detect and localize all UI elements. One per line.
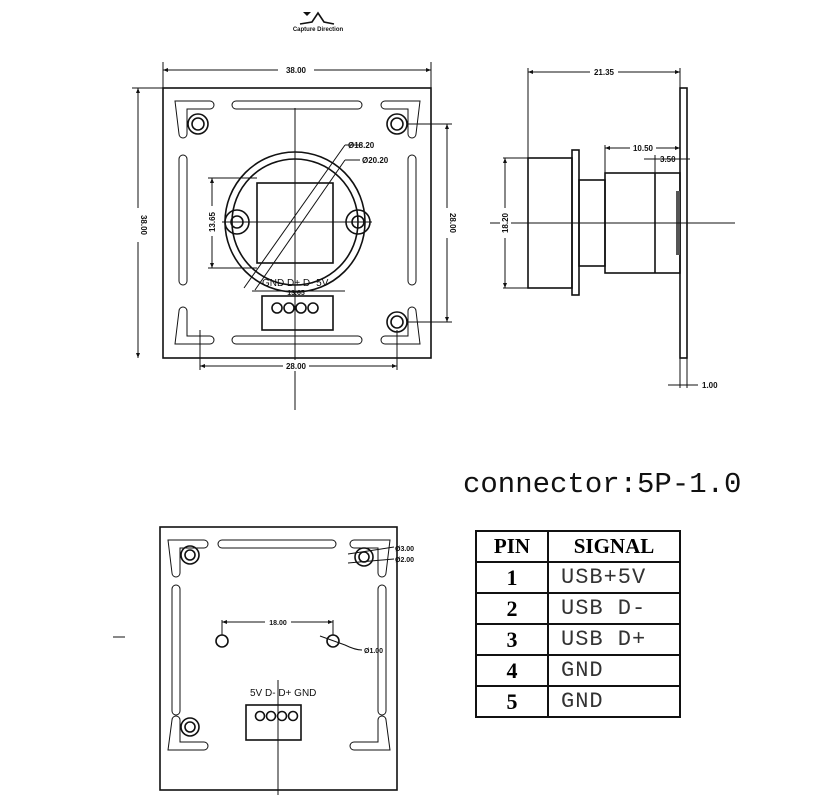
lens-height-dimension: 13.65 [208, 211, 217, 232]
total-depth-dimension: 21.35 [594, 68, 615, 77]
table-header-row: PIN SIGNAL [475, 530, 681, 563]
signal-cell: USB+5V [547, 561, 681, 594]
signal-cell: GND [547, 654, 681, 687]
connector-title: connector:5P-1.0 [463, 468, 742, 501]
lens-outer-diameter: Ø20.20 [362, 156, 389, 165]
mount-hole [386, 311, 408, 333]
top-pin-labels: GND D+ D- 5V [262, 278, 329, 289]
capture-direction-label: Capture Direction [293, 27, 344, 33]
pin-cell: 4 [475, 654, 549, 687]
mount-hole [180, 717, 200, 737]
pin-cell: 3 [475, 623, 549, 656]
signal-cell: USB D+ [547, 623, 681, 656]
width-dimension: 38.00 [286, 66, 307, 75]
lens-diameter-dimension: 18.20 [501, 212, 510, 233]
pin-cell: 2 [475, 592, 549, 625]
step-depth-dimension: 3.50 [660, 155, 676, 164]
height-dimension: 38.00 [139, 215, 148, 236]
pin-hole [215, 634, 229, 648]
pin-hole-diameter: Ø1.00 [364, 648, 383, 655]
lens-inner-diameter: Ø18.20 [348, 141, 375, 150]
top-view: 38.00 38.00 Ø18.20 Ø20.20 [132, 62, 457, 410]
hole-outer-diameter: Ø3.00 [395, 546, 414, 553]
mount-hole [180, 545, 200, 565]
capture-direction-icon: Capture Direction [293, 11, 344, 33]
signal-cell: GND [547, 685, 681, 718]
side-view: 21.35 10.50 3.50 18.20 1.00 [490, 66, 735, 390]
hole-vertical-dimension: 28.00 [448, 213, 457, 234]
hole-horizontal-dimension: 28.00 [286, 362, 307, 371]
signal-cell: USB D- [547, 592, 681, 625]
bottom-view: Ø3.00 Ø2.00 18.00 Ø1.00 5V D- D+ GND [113, 526, 414, 795]
pin-cell: 1 [475, 561, 549, 594]
hole-inner-diameter: Ø2.00 [395, 557, 414, 564]
pin-cell: 5 [475, 685, 549, 718]
pin-hole-spacing: 18.00 [269, 620, 287, 627]
header-signal: SIGNAL [547, 530, 681, 563]
bottom-pin-labels: 5V D- D+ GND [250, 688, 316, 699]
board-thickness-dimension: 1.00 [702, 381, 718, 390]
connector-bottom [245, 704, 302, 741]
lens-depth-dimension: 10.50 [633, 144, 654, 153]
mount-hole [187, 113, 209, 135]
mount-hole [386, 113, 408, 135]
lens-width-dimension: 13.65 [287, 290, 305, 297]
connector-top [261, 295, 334, 331]
header-pin: PIN [475, 530, 549, 563]
